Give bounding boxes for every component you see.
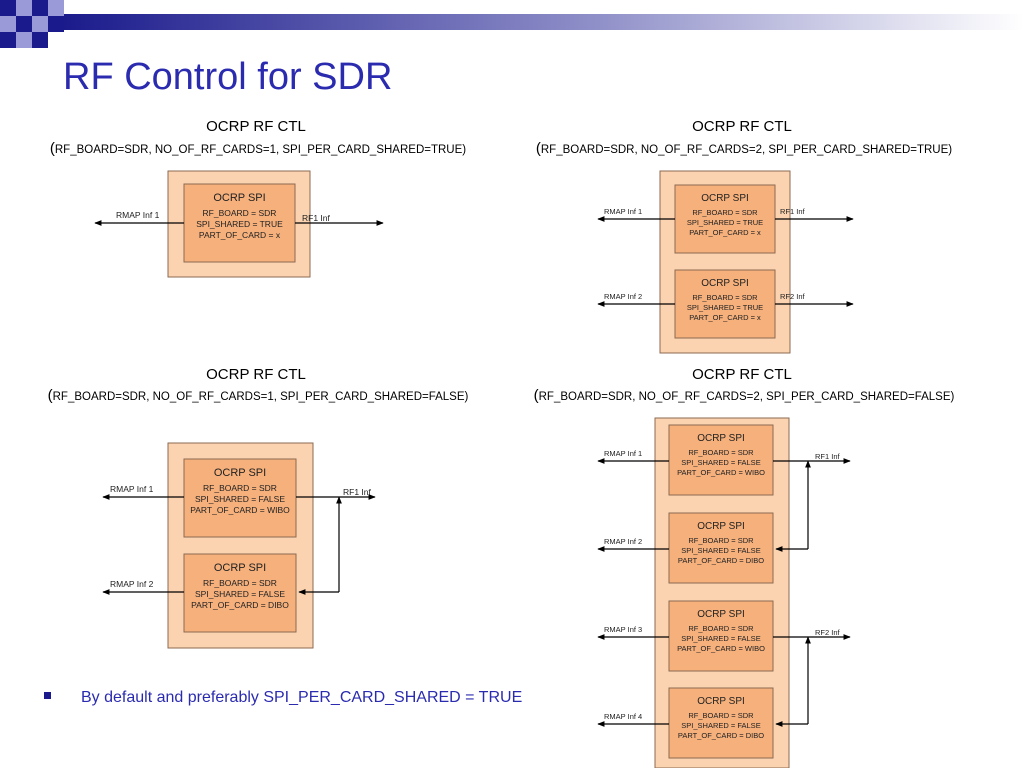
spi-title: OCRP SPI: [214, 562, 266, 574]
rmap-label: RMAP Inf 2: [604, 292, 642, 301]
spi-title: OCRP SPI: [701, 278, 749, 289]
bullet-text: By default and preferably SPI_PER_CARD_S…: [81, 689, 523, 706]
panel-4-title: OCRP RF CTL: [692, 366, 792, 383]
spi-param-line: RF_BOARD = SDR: [692, 208, 758, 217]
spi-param-line: SPI_SHARED = FALSE: [195, 589, 285, 599]
panel-3-params-text: RF_BOARD=SDR, NO_OF_RF_CARDS=1, SPI_PER_…: [52, 391, 465, 403]
spi-param-line: PART_OF_CARD = WIBO: [677, 468, 765, 477]
spi-box: [183, 553, 297, 633]
spi-param-line: RF_BOARD = SDR: [203, 578, 277, 588]
spi-param-line: SPI_SHARED = FALSE: [681, 458, 760, 467]
rf-label: RF2 Inf: [780, 292, 806, 301]
panel-1-params: (RF_BOARD=SDR, NO_OF_RF_CARDS=1, SPI_PER…: [49, 140, 467, 157]
spi-param-line: SPI_SHARED = TRUE: [196, 219, 283, 229]
spi-title: OCRP SPI: [697, 609, 745, 620]
spi-param-line: RF_BOARD = SDR: [688, 536, 754, 545]
spi-param-line: PART_OF_CARD = WIBO: [190, 505, 290, 515]
rf-label: RF2 Inf: [815, 628, 841, 637]
slide-title: RF Control for SDR: [63, 56, 393, 98]
spi-box: [674, 269, 776, 339]
spi-param-line: PART_OF_CARD = DIBO: [678, 731, 764, 740]
spi-param-line: SPI_SHARED = TRUE: [687, 218, 763, 227]
spi-param-line: RF_BOARD = SDR: [688, 711, 754, 720]
spi-title: OCRP SPI: [697, 696, 745, 707]
spi-box: [183, 458, 297, 538]
spi-param-line: PART_OF_CARD = DIBO: [678, 556, 764, 565]
spi-param-line: SPI_SHARED = FALSE: [195, 494, 285, 504]
rf-label: RF1 Inf: [302, 213, 331, 223]
bullet-square-icon: [44, 692, 51, 700]
spi-param-line: PART_OF_CARD = x: [689, 228, 761, 237]
rmap-label: RMAP Inf 2: [110, 579, 154, 589]
rmap-label: RMAP Inf 1: [604, 449, 642, 458]
spi-title: OCRP SPI: [214, 467, 266, 479]
rmap-label: RMAP Inf 4: [604, 712, 642, 721]
panel-2-title: OCRP RF CTL: [692, 118, 792, 135]
bullet-item: By default and preferably SPI_PER_CARD_S…: [44, 689, 522, 707]
rf-label: RF1 Inf: [815, 452, 841, 461]
spi-box: [668, 424, 774, 496]
panel-3-params: (RF_BOARD=SDR, NO_OF_RF_CARDS=1, SPI_PER…: [47, 387, 469, 404]
panel-2-params: (RF_BOARD=SDR, NO_OF_RF_CARDS=2, SPI_PER…: [535, 140, 953, 157]
spi-param-line: RF_BOARD = SDR: [688, 448, 754, 457]
spi-param-line: PART_OF_CARD = x: [199, 230, 281, 240]
spi-param-line: SPI_SHARED = FALSE: [681, 721, 760, 730]
header-decoration: [0, 0, 1024, 48]
spi-title: OCRP SPI: [213, 192, 265, 204]
spi-param-line: RF_BOARD = SDR: [203, 208, 277, 218]
spi-param-line: RF_BOARD = SDR: [692, 293, 758, 302]
rmap-label: RMAP Inf 3: [604, 625, 642, 634]
spi-box: [674, 184, 776, 254]
panel-3-title: OCRP RF CTL: [206, 366, 306, 383]
panel-2-params-text: RF_BOARD=SDR, NO_OF_RF_CARDS=2, SPI_PER_…: [540, 144, 949, 156]
spi-box: [668, 687, 774, 759]
spi-param-line: PART_OF_CARD = DIBO: [191, 600, 289, 610]
panel-1-params-text: RF_BOARD=SDR, NO_OF_RF_CARDS=1, SPI_PER_…: [54, 144, 463, 156]
spi-title: OCRP SPI: [701, 193, 749, 204]
spi-param-line: RF_BOARD = SDR: [688, 624, 754, 633]
rf-label: RF1 Inf: [343, 487, 372, 497]
rf-label: RF1 Inf: [780, 207, 806, 216]
spi-param-line: SPI_SHARED = TRUE: [687, 303, 763, 312]
spi-param-line: PART_OF_CARD = WIBO: [677, 644, 765, 653]
spi-title: OCRP SPI: [697, 433, 745, 444]
rmap-label: RMAP Inf 1: [604, 207, 642, 216]
spi-title: OCRP SPI: [697, 521, 745, 532]
spi-box: [668, 512, 774, 584]
spi-param-line: PART_OF_CARD = x: [689, 313, 761, 322]
rmap-label: RMAP Inf 2: [604, 537, 642, 546]
spi-param-line: RF_BOARD = SDR: [203, 483, 277, 493]
spi-box: [668, 600, 774, 672]
panel-4-params-text: RF_BOARD=SDR, NO_OF_RF_CARDS=2, SPI_PER_…: [538, 391, 951, 403]
spi-param-line: SPI_SHARED = FALSE: [681, 634, 760, 643]
panel-1-title: OCRP RF CTL: [206, 118, 306, 135]
spi-param-line: SPI_SHARED = FALSE: [681, 546, 760, 555]
rmap-label: RMAP Inf 1: [110, 484, 154, 494]
panel-4-params: (RF_BOARD=SDR, NO_OF_RF_CARDS=2, SPI_PER…: [533, 387, 955, 404]
rmap-label: RMAP Inf 1: [116, 210, 160, 220]
